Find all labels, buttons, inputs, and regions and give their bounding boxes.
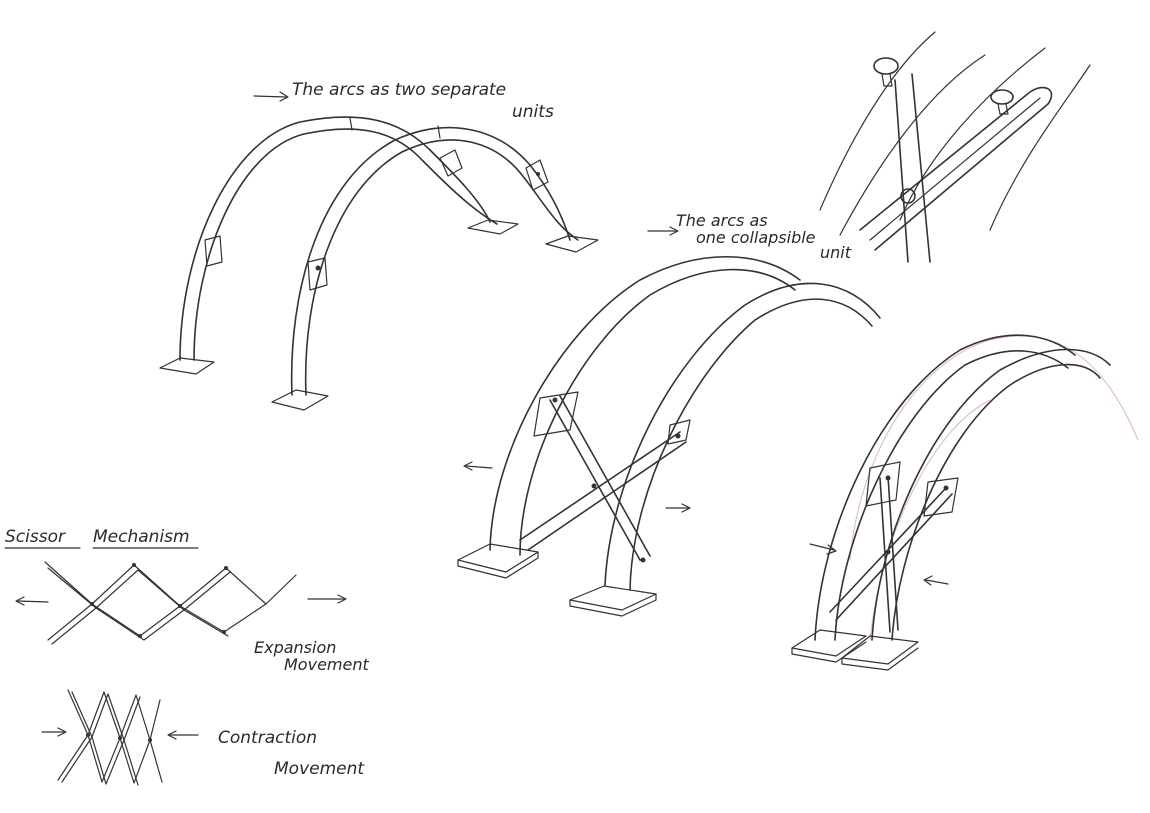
label-arcs-separate-line1: The arcs as two separate [292, 80, 506, 100]
scissor-title-word1: Scissor [5, 527, 66, 547]
collapsible-unit-expanded-drawing [457, 255, 881, 617]
collapsible-unit-contracted-drawing [791, 334, 1139, 671]
label-expansion-line1: Expansion [254, 638, 336, 657]
arrow-right-icon [647, 226, 679, 236]
arrow-left-icon [463, 461, 493, 471]
scissor-expansion-drawing [44, 561, 297, 645]
label-contraction-line2: Movement [274, 759, 365, 779]
label-contraction-line1: Contraction [218, 728, 317, 748]
arrow-left-icon [923, 575, 949, 586]
label-arcs-collapsible-line2: one collapsible [696, 228, 816, 247]
hinge-detail-drawing [819, 31, 1091, 263]
scissor-contraction-drawing [57, 689, 163, 786]
separate-arcs-drawing [159, 116, 599, 411]
arrow-left-icon [167, 730, 199, 740]
arrow-right-icon [253, 91, 289, 102]
label-arcs-collapsible-line3: unit [820, 243, 852, 262]
label-expansion-line2: Movement [284, 655, 369, 674]
arrow-right-icon [41, 727, 67, 737]
label-arcs-collapsible-line1: The arcs as [676, 211, 768, 230]
scissor-title-word2: Mechanism [93, 527, 190, 547]
arrow-left-icon [15, 596, 49, 606]
arrow-right-icon [307, 594, 347, 604]
arrow-right-icon [665, 503, 691, 513]
label-arcs-separate-line2: units [512, 102, 554, 122]
arrow-right-icon [809, 543, 837, 555]
